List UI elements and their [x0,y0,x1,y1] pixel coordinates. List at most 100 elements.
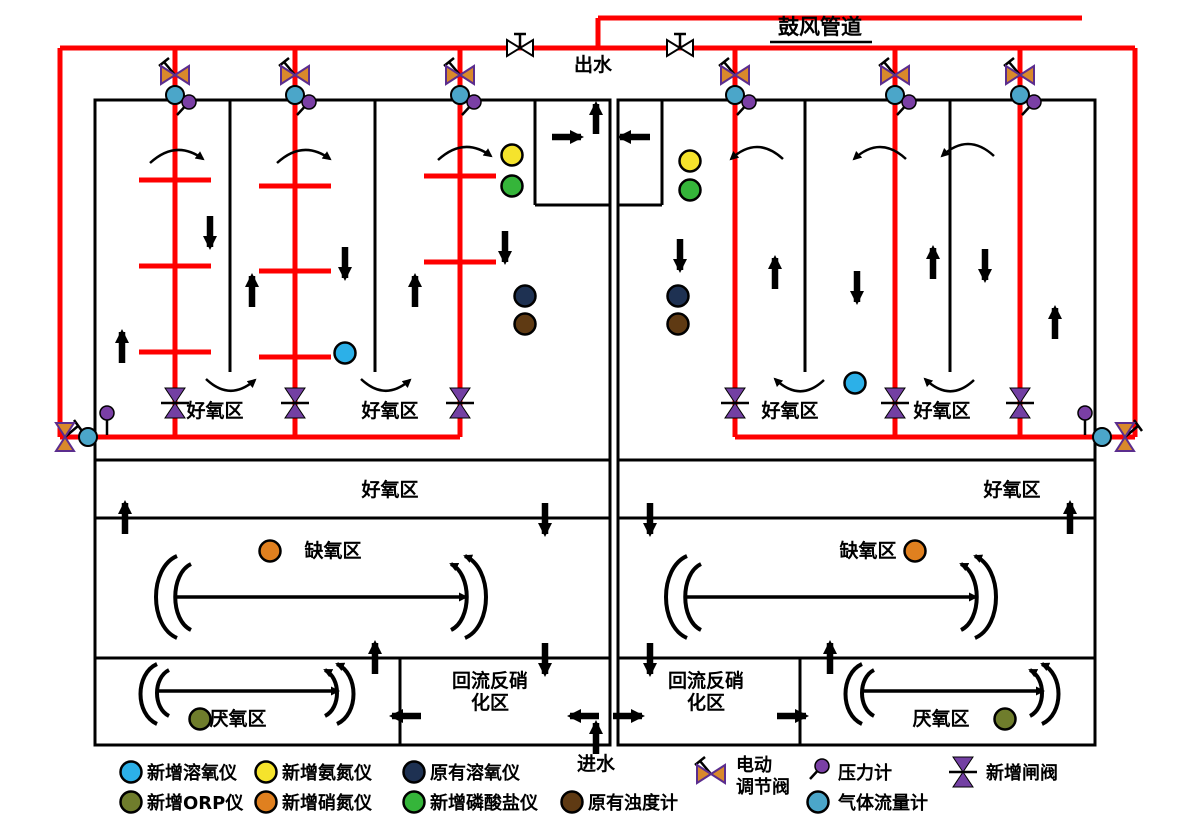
gas-flow-meter-icon [1092,427,1112,447]
legend-ammonia-meter-icon [254,760,278,784]
legend-label-new-ammonia: 新增氨氮仪 [282,762,373,784]
do-meter-icon [843,371,867,395]
circulation-arc [173,562,193,632]
phosphate-meter-icon [678,178,702,202]
anoxic-zone-label: 缺氧区 [304,539,361,562]
legend-turbidity-meter-icon [560,790,584,814]
tank-right-walls [618,100,1095,745]
legend-label-motor-valve: 电动 [736,754,772,776]
influent-label: 进水 [577,753,616,775]
gas-flow-meter-icon [78,427,98,447]
diffuser-bars [139,173,496,360]
legend-original-do-icon [402,760,426,784]
legend: 新增溶氧仪 新增氨氮仪 原有溶氧仪 电动 调节阀 压力计 新增闸阀 新增ORP仪… [119,754,1058,814]
original-do-meter-icon [513,284,537,308]
reflux-denitrification-label: 回流反硝 [452,669,528,692]
gas-flow-meter-icon [285,85,305,105]
reflux-denitrification-label: 化区 [687,691,725,714]
legend-motor-valve-icon [693,755,727,785]
legend-label-gate-valve: 新增闸阀 [986,762,1058,784]
anoxic-zone-label: 缺氧区 [839,539,896,562]
orp-meter-icon [188,707,212,731]
legend-label-gas-flow: 气体流量计 [837,792,928,814]
anaerobic-zone-label: 厌氧区 [912,707,969,730]
legend-gate-valve-icon [947,755,979,789]
circulation-arc [138,662,159,726]
aerobic-zone-label: 好氧区 [360,399,418,422]
swirl-arrow [360,378,412,392]
legend-gas-flow-icon [806,790,830,814]
swirl-arrows [149,142,995,393]
legend-nitrate-meter-icon [254,790,278,814]
circulation-arc [155,668,171,718]
gas-flow-meter-icon [165,85,185,105]
effluent-label: 出水 [574,53,613,76]
gate-valve-icon [879,386,911,420]
swirl-arrow [149,148,205,164]
circulation-arc [1028,668,1044,718]
circulation-arc [664,554,688,640]
legend-label-motor-valve: 调节阀 [736,776,790,798]
legend-phosphate-meter-icon [402,790,426,814]
anaerobic-zone-label: 厌氧区 [209,707,266,730]
legend-orp-meter-icon [119,790,143,814]
aerobic-zone-label: 好氧区 [760,399,818,422]
aerobic-zone-label: 好氧区 [982,478,1040,501]
pressure-gauge-icon [1076,404,1094,437]
flow-arrows [115,101,1077,754]
aerobic-zone-label: 好氧区 [360,478,418,501]
circulation-arc [449,562,469,632]
tank-left-outline [93,98,612,747]
pressure-gauge-icon [98,404,116,437]
labels: 鼓风管道 出水 进水 好氧区 好氧区 好氧区 好氧区 好氧区 好氧区 缺氧区 缺… [185,15,1040,775]
reflux-denitrification-label: 回流反硝 [668,669,744,692]
legend-label-original-do: 原有溶氧仪 [430,762,521,784]
swirl-arrow [729,145,784,161]
legend-label-pressure-gauge: 压力计 [838,762,892,784]
swirl-arrow [940,142,995,158]
legend-pressure-gauge-icon [808,757,831,781]
legend-label-new-nitrate: 新增硝氮仪 [282,792,373,814]
circulation-arc [683,562,703,632]
gas-flow-meter-icon [725,85,745,105]
circulation-arc [1040,662,1061,726]
nitrate-meter-icon [258,539,282,563]
tank-right-outline [616,98,1097,747]
gate-valve-icon [444,386,476,420]
original-do-meter-icon [666,284,690,308]
swirl-arrow [437,145,493,161]
legend-label-new-orp: 新增ORP仪 [147,792,244,814]
nitrate-meter-icon [903,539,927,563]
blower-pipe-network [57,15,1138,440]
legend-label-new-phosphate: 新增磷酸盐仪 [430,792,539,814]
circulation-arc [860,668,876,718]
gate-valve-icon [159,386,191,420]
circulation-arc [154,554,178,640]
circulation-arc [973,554,998,640]
gas-flow-meter-icon [885,85,905,105]
gas-flow-meter-icon [450,85,470,105]
phosphate-meter-icon [500,174,524,198]
turbidity-meter-icon [666,312,690,336]
turbidity-meter-icon [513,312,537,336]
gate-valve-icon [279,386,311,420]
swirl-arrow [923,377,975,393]
circulation-loops [138,554,1061,726]
circulation-arc [335,662,356,726]
swirl-arrow [276,148,332,164]
swirl-arrow [852,145,907,161]
swirl-arrow [205,378,257,392]
aerobic-zone-label: 好氧区 [912,399,970,422]
blower-pipe-label: 鼓风管道 [778,15,862,39]
circulation-arc [843,662,864,726]
swirl-arrow [773,377,825,393]
reflux-denitrification-label: 化区 [471,691,509,714]
header-valve-icon [665,32,695,58]
legend-do-meter-icon [119,760,143,784]
circulation-arc [959,562,979,632]
aerobic-zone-label: 好氧区 [185,399,243,422]
gate-valve-icon [719,386,751,420]
gas-flow-meter-icon [1010,85,1030,105]
circulation-arc [323,668,339,718]
